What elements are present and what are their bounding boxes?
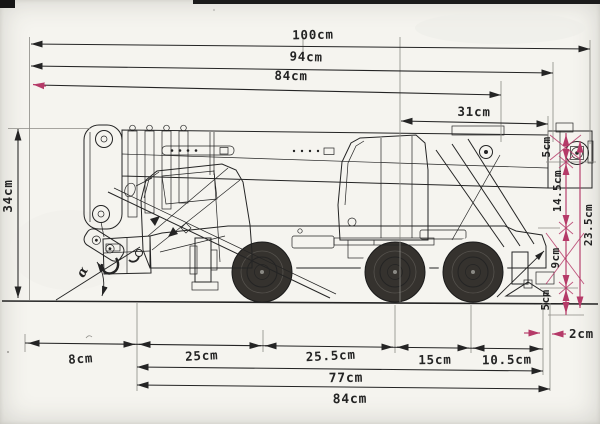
truss-sheave <box>479 145 493 159</box>
boom-head <box>83 124 189 230</box>
dim-top-2-label: 94cm <box>289 48 323 64</box>
dim-right-total: 23.5cm <box>576 141 595 308</box>
deck-vent-panel <box>291 235 335 249</box>
wheel-rear <box>442 241 504 303</box>
outrigger-foot-pad <box>504 281 552 297</box>
rear-outrigger <box>504 251 552 297</box>
dim-top-second: 94cm <box>30 48 554 77</box>
dim-top-third: 84cm <box>32 68 502 99</box>
dim-top-1-label: 100cm <box>292 27 334 43</box>
dim-right-pad-gap: 2cm <box>524 326 594 341</box>
dim-right-5-label: 5cm <box>539 289 552 310</box>
head-sheave-top <box>95 130 113 148</box>
dim-right-2-label: 14.5cm <box>551 170 564 212</box>
front-tow-hook <box>135 249 143 257</box>
departure-angle-line <box>496 250 545 298</box>
wheel-front <box>231 241 293 303</box>
telescopic-boom <box>121 129 549 189</box>
dim-right-6-label: 2cm <box>569 326 594 341</box>
wheel-middle <box>364 241 426 303</box>
dim-right-chain: 5cm 14.5cm 9cm 5cm <box>539 133 585 315</box>
scan-artifact-bar-left <box>0 0 15 8</box>
dim-bottom-5-label: 10.5cm <box>482 352 532 368</box>
dim-bottom-2-label: 25cm <box>185 347 219 364</box>
dim-top-overall: 100cm <box>30 27 591 53</box>
dim-left-height: 34cm <box>0 129 22 298</box>
dim-bottom-3-label: 25.5cm <box>305 347 356 365</box>
dim-left-label: 34cm <box>0 179 15 212</box>
dim-top-3-label: 84cm <box>274 68 308 84</box>
ground-line <box>1 300 599 305</box>
dim-bottom-chain: 8cm 25cm 25.5cm 15cm 10.5cm <box>24 339 544 368</box>
hook-block <box>83 221 125 275</box>
dim-bottom-1-label: 8cm <box>68 350 94 367</box>
dim-top-4-label: 31cm <box>457 104 491 120</box>
front-outrigger-leg <box>189 237 219 291</box>
outrigger-beam-box <box>535 271 555 285</box>
maker-logo-diamond <box>180 222 192 234</box>
dim-right-1-label: 5cm <box>540 136 553 157</box>
dim-bottom-6-label: 77cm <box>329 371 364 387</box>
cab-side-window <box>161 170 218 205</box>
luffing-cylinder <box>107 187 337 299</box>
dim-bottom-7-label: 84cm <box>333 392 368 408</box>
cab-logo <box>347 217 357 227</box>
deck-vent-panel-2 <box>419 229 467 240</box>
dim-bottom-overall: 84cm <box>136 381 551 408</box>
dim-right-4-label: 9cm <box>549 247 562 268</box>
dim-bottom-wheelbase-total: 77cm <box>136 363 544 387</box>
scan-artifact-bar-top <box>193 0 600 4</box>
dim-top-cab: 31cm <box>400 104 549 128</box>
dim-bottom-4-label: 15cm <box>418 352 452 368</box>
dim-right-3-label: 23.5cm <box>582 204 595 246</box>
extension-lines <box>8 37 596 391</box>
operator-cab <box>333 134 435 246</box>
side-mirror <box>124 182 136 198</box>
